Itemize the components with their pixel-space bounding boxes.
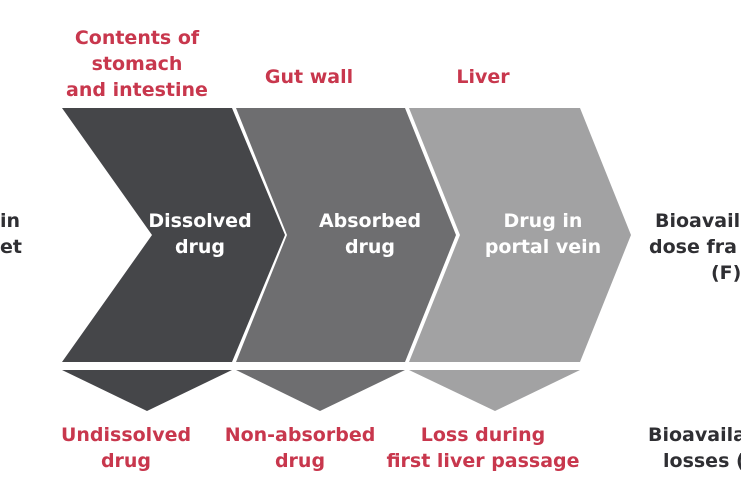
chevron-absorbed [236,108,456,362]
loss-arrow-2 [236,370,405,411]
stage-2-top-label: Gut wall [264,66,354,88]
loss-arrow-3 [409,370,580,411]
chevron-dissolved [62,108,285,362]
stage-3-top-label: Liver [456,66,510,88]
loss-arrow-1 [62,370,232,411]
chevron-portal-vein [409,108,631,362]
